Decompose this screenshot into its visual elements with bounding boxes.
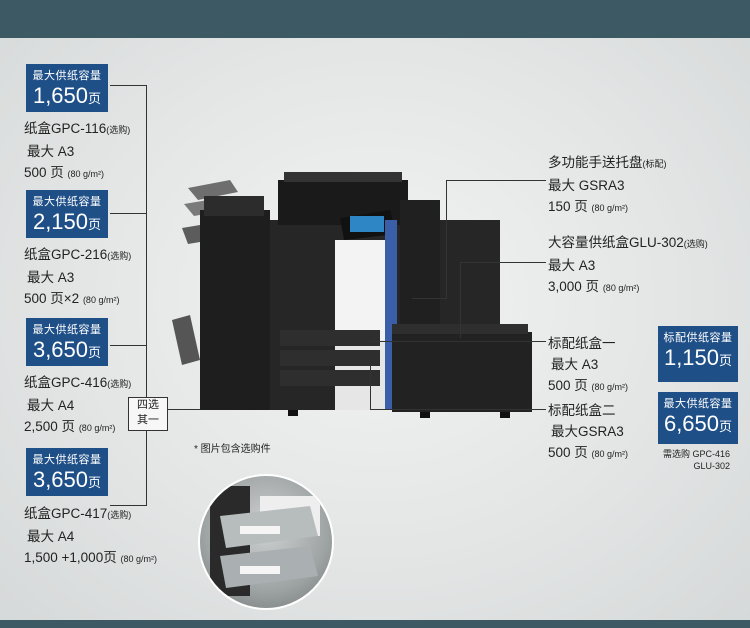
capacity-value: 3,650页: [32, 337, 102, 362]
standard-capacity-box: 标配供纸容量 1,150页: [658, 326, 738, 382]
feature-title: 多功能手送托盘: [548, 155, 643, 170]
capacity-box-4: 最大供纸容量 3,650页: [26, 448, 108, 496]
connector-vertical: [146, 85, 147, 505]
feature-pages: 500 页: [548, 378, 588, 393]
capacity-value: 1,150页: [663, 345, 733, 370]
tray-size: 最大 A3: [27, 270, 75, 285]
feature-pages: 150 页: [548, 199, 588, 214]
tray-pages: 2,500 页: [24, 419, 76, 434]
capacity-label: 最大供纸容量: [32, 196, 102, 208]
connector-tick-1: [110, 85, 147, 86]
right-info-3: 标配纸盒一 最大 A3 500 页 (80 g/m²): [548, 333, 628, 398]
tray-info-1: 纸盒GPC-116(选购) 最大 A3 500 页 (80 g/m²): [24, 121, 131, 180]
capacity-value: 1,650页: [32, 83, 102, 108]
connector-tick-3: [110, 345, 147, 346]
image-note: * 图片包含选购件: [194, 444, 271, 455]
tray-size: 最大 A4: [27, 529, 75, 544]
feature-title: 大容量供纸盒GLU-302: [548, 235, 684, 250]
capacity-value: 3,650页: [32, 467, 102, 492]
bottom-banner: [0, 620, 750, 628]
tray-name: 纸盒GPC-116: [24, 121, 107, 136]
tray-pages: 1,500 +1,000页: [24, 550, 117, 565]
connector-right-4: [370, 409, 546, 410]
feature-pages: 3,000 页: [548, 279, 600, 294]
right-info-4: 标配纸盒二 最大GSRA3 500 页 (80 g/m²): [548, 400, 628, 465]
capacity-box-1: 最大供纸容量 1,650页: [26, 64, 108, 112]
tray-size: 最大 A3: [27, 144, 75, 159]
printer-illustration: [172, 172, 532, 418]
feature-title: 标配纸盒一: [548, 336, 616, 351]
tray-name: 纸盒GPC-416: [24, 375, 108, 390]
capacity-label: 最大供纸容量: [32, 70, 102, 82]
feature-title: 标配纸盒二: [548, 403, 616, 418]
feature-size: 最大 A3: [548, 258, 596, 273]
connector-right-3: [370, 341, 546, 342]
tray-closeup-image: [198, 474, 334, 610]
tray-pages: 500 页×2: [24, 291, 80, 306]
connector-right-1: [446, 180, 546, 181]
capacity-box-2: 最大供纸容量 2,150页: [26, 190, 108, 238]
max-capacity-box: 最大供纸容量 6,650页: [658, 392, 738, 444]
feature-size: 最大GSRA3: [551, 424, 624, 439]
tray-info-3: 纸盒GPC-416(选购) 最大 A4 2,500 页 (80 g/m²): [24, 375, 132, 434]
capacity-value: 2,150页: [32, 209, 102, 234]
capacity-label: 最大供纸容量: [32, 454, 102, 466]
connector-tick-4: [110, 505, 147, 506]
capacity-label: 最大供纸容量: [32, 324, 102, 336]
connector-right-1v: [446, 180, 447, 298]
capacity-box-3: 最大供纸容量 3,650页: [26, 318, 108, 366]
feature-pages: 500 页: [548, 445, 588, 460]
tray-size: 最大 A4: [27, 398, 75, 413]
connector-right-2v: [460, 262, 461, 338]
choose-one-badge: 四选 其一: [128, 397, 168, 431]
tray-info-4: 纸盒GPC-417(选购) 最大 A4 1,500 +1,000页 (80 g/…: [24, 506, 157, 565]
capacity-label: 最大供纸容量: [663, 398, 733, 410]
drawer-closeup-illustration: [210, 486, 320, 596]
connector-right-1h: [412, 298, 447, 299]
top-banner: [0, 0, 750, 38]
tray-name: 纸盒GPC-417: [24, 506, 108, 521]
feature-size: 最大 A3: [551, 357, 599, 372]
capacity-label: 标配供纸容量: [663, 332, 733, 344]
tray-info-2: 纸盒GPC-216(选购) 最大 A3 500 页×2 (80 g/m²): [24, 247, 132, 306]
tray-pages: 500 页: [24, 165, 64, 180]
connector-right-2: [460, 262, 546, 263]
feature-size: 最大 GSRA3: [548, 178, 625, 193]
connector-tick-2: [110, 213, 147, 214]
requirement-note: 需选购 GPC-416 GLU-302: [662, 449, 730, 471]
right-info-1: 多功能手送托盘(标配) 最大 GSRA3 150 页 (80 g/m²): [548, 155, 667, 214]
capacity-value: 6,650页: [663, 411, 733, 436]
connector-right-4v: [370, 365, 371, 409]
right-info-2: 大容量供纸盒GLU-302(选购) 最大 A3 3,000 页 (80 g/m²…: [548, 235, 708, 294]
tray-name: 纸盒GPC-216: [24, 247, 108, 262]
